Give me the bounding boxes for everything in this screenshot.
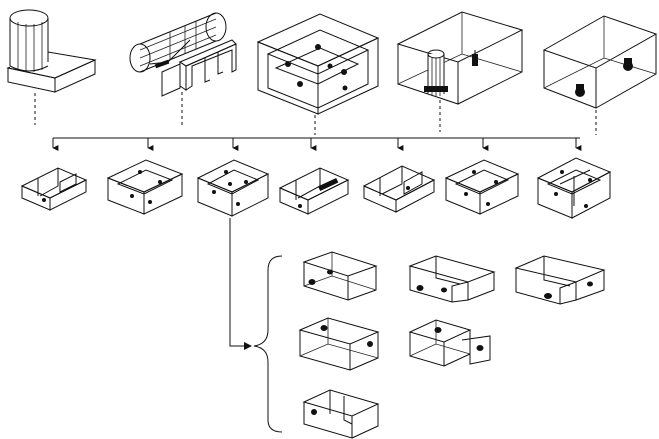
middle-part-4	[278, 167, 350, 215]
component-horizontal-cylinder	[129, 12, 237, 97]
bottom-part-5	[408, 319, 491, 367]
middle-part-5	[362, 165, 436, 213]
component-box-with-post	[396, 11, 524, 105]
distribution-arrows	[52, 138, 582, 151]
bottom-part-1	[302, 251, 378, 301]
connector-arrowhead	[244, 342, 252, 350]
middle-part-6	[444, 159, 520, 215]
middle-part-7	[536, 157, 612, 219]
middle-part-2	[106, 159, 184, 215]
component-cylinder-on-base	[6, 9, 97, 93]
bottom-part-3	[514, 255, 606, 305]
connector-to-group	[229, 218, 248, 347]
bottom-part-6	[302, 389, 380, 439]
middle-part-1	[20, 167, 88, 211]
middle-part-3	[196, 159, 270, 217]
component-open-tray	[256, 13, 380, 115]
component-box-with-fittings	[542, 15, 658, 109]
bottom-part-2	[408, 255, 496, 303]
group-brace	[253, 255, 283, 433]
bottom-part-4	[298, 317, 380, 371]
